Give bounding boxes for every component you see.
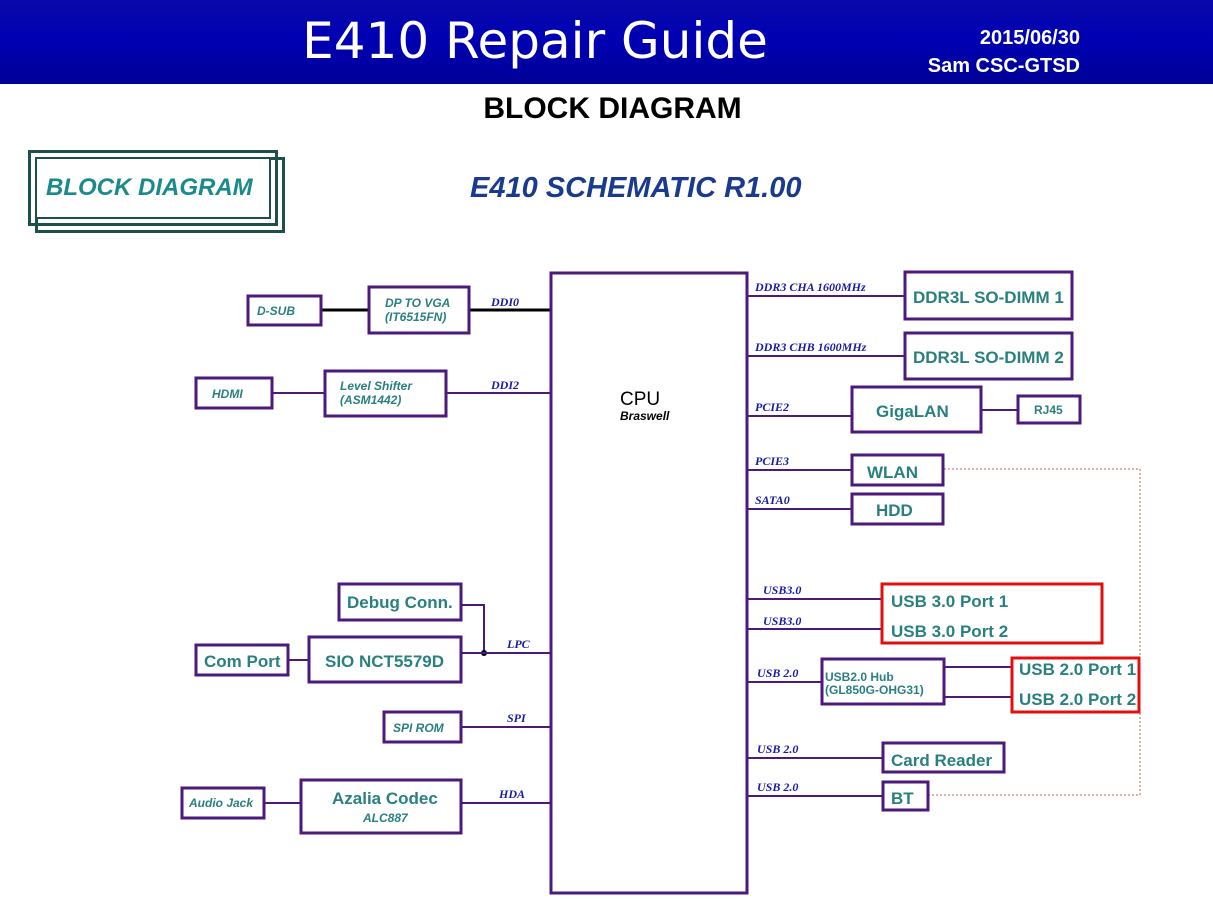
level-shifter-chip: (ASM1442) bbox=[340, 393, 401, 407]
bus-ddr-cha: DDR3 CHA 1600MHz bbox=[754, 280, 866, 294]
bus-lpc: LPC bbox=[506, 637, 531, 651]
dimm2-box bbox=[903, 331, 1074, 381]
bus-ddi0: DDI0 bbox=[490, 295, 519, 309]
header-date: 2015/06/30 bbox=[979, 27, 1080, 49]
hdmi-label: HDMI bbox=[212, 387, 243, 401]
level-shifter-box bbox=[323, 369, 448, 418]
wlan-box bbox=[850, 453, 945, 487]
usb3-group-highlight bbox=[880, 582, 1104, 645]
hdd-label: HDD bbox=[876, 501, 913, 520]
rj45-label: RJ45 bbox=[1034, 403, 1063, 417]
card-reader-label: Card Reader bbox=[891, 751, 992, 770]
debug-link bbox=[461, 604, 485, 653]
dsub-box bbox=[246, 294, 323, 327]
usb3-port1-label: USB 3.0 Port 1 bbox=[891, 592, 1008, 611]
wlan-label: WLAN bbox=[867, 463, 918, 482]
sio-label: SIO NCT5579D bbox=[325, 652, 444, 671]
debug-label: Debug Conn. bbox=[347, 593, 453, 612]
cpu-sub: Braswell bbox=[620, 409, 670, 423]
gigalan-box bbox=[850, 385, 983, 434]
audio-jack-box bbox=[180, 786, 266, 820]
usb2-hub-box bbox=[820, 657, 946, 706]
hdmi-box bbox=[194, 376, 274, 410]
com-port-box bbox=[194, 643, 290, 677]
audio-jack-label: Audio Jack bbox=[188, 796, 254, 810]
gigalan-label: GigaLAN bbox=[876, 402, 949, 421]
bus-pcie2: PCIE2 bbox=[755, 400, 789, 414]
dp-vga-label: DP TO VGA bbox=[385, 296, 450, 310]
level-shifter-label: Level Shifter bbox=[340, 379, 413, 393]
hdd-box bbox=[850, 492, 945, 526]
bus-usb20-bt: USB 2.0 bbox=[757, 780, 798, 794]
usb2-hub-chip: (GL850G-OHG31) bbox=[825, 683, 924, 697]
badge-frame bbox=[28, 150, 278, 226]
usb2-hub-label: USB2.0 Hub bbox=[825, 670, 894, 684]
dimm1-label: DDR3L SO-DIMM 1 bbox=[913, 288, 1064, 307]
header-bar: E410 Repair Guide 2015/06/30 Sam CSC-GTS… bbox=[0, 0, 1213, 84]
usb3-port2-label: USB 3.0 Port 2 bbox=[891, 622, 1008, 641]
usb2-group-highlight bbox=[1010, 656, 1141, 714]
header-title: E410 Repair Guide bbox=[302, 12, 768, 70]
card-reader-box bbox=[881, 741, 1006, 774]
dimm1-box bbox=[903, 270, 1074, 321]
badge-label: BLOCK DIAGRAM bbox=[46, 174, 253, 201]
page-title: BLOCK DIAGRAM bbox=[483, 92, 742, 125]
cpu-block bbox=[549, 271, 749, 895]
bus-spi: SPI bbox=[507, 711, 527, 725]
dp-vga-chip: (IT6515FN) bbox=[385, 310, 446, 324]
sio-box bbox=[307, 635, 463, 684]
com-port-label: Com Port bbox=[204, 652, 281, 671]
rj45-box bbox=[1016, 394, 1082, 425]
bt-box bbox=[881, 780, 930, 812]
wlan-bt-link bbox=[928, 468, 1141, 796]
azalia-box bbox=[299, 778, 463, 835]
azalia-label: Azalia Codec bbox=[332, 789, 438, 808]
header-author: Sam CSC-GTSD bbox=[927, 55, 1080, 77]
bus-usb30-a: USB3.0 bbox=[763, 583, 801, 597]
bus-pcie3: PCIE3 bbox=[755, 454, 789, 468]
usb2-port1-label: USB 2.0 Port 1 bbox=[1019, 660, 1136, 679]
bus-usb20-hub: USB 2.0 bbox=[757, 666, 798, 680]
header-meta: 2015/06/30 Sam CSC-GTSD bbox=[928, 24, 1080, 80]
debug-box bbox=[337, 582, 463, 622]
bus-hda: HDA bbox=[498, 787, 525, 801]
dimm2-label: DDR3L SO-DIMM 2 bbox=[913, 348, 1064, 367]
bus-usb20-card: USB 2.0 bbox=[757, 742, 798, 756]
spi-rom-label: SPI ROM bbox=[393, 721, 445, 735]
bus-usb30-b: USB3.0 bbox=[763, 614, 801, 628]
usb2-port2-label: USB 2.0 Port 2 bbox=[1019, 690, 1136, 709]
bus-ddi2: DDI2 bbox=[490, 378, 519, 392]
badge-inner bbox=[35, 157, 271, 219]
bt-label: BT bbox=[891, 789, 914, 808]
dsub-label: D-SUB bbox=[257, 304, 295, 318]
cpu-label: CPU bbox=[620, 389, 660, 410]
bus-ddr-chb: DDR3 CHB 1600MHz bbox=[754, 340, 867, 354]
dp-vga-box bbox=[367, 285, 471, 335]
spi-rom-box bbox=[382, 710, 463, 744]
schematic-title: E410 SCHEMATIC R1.00 bbox=[470, 172, 802, 204]
bus-sata0: SATA0 bbox=[755, 493, 790, 507]
azalia-chip: ALC887 bbox=[362, 811, 409, 825]
